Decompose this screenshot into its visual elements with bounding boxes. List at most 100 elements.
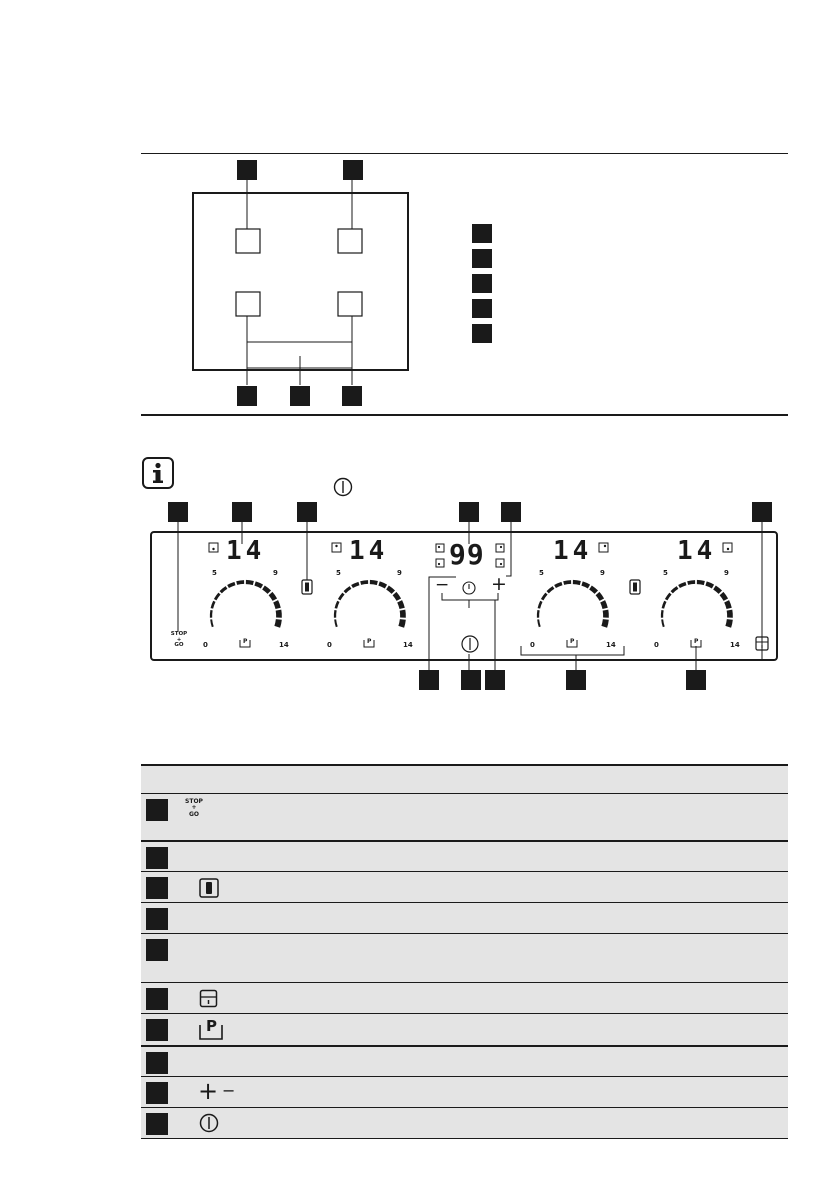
- dial-segment[interactable]: [398, 619, 406, 628]
- program-icon: [363, 640, 375, 648]
- info-icon: [142, 457, 174, 489]
- legend-row: [141, 871, 788, 902]
- dial-label-min: 0: [327, 641, 332, 649]
- dial-segment[interactable]: [537, 600, 543, 609]
- dial-segment[interactable]: [705, 581, 715, 589]
- dial-segment[interactable]: [360, 580, 369, 585]
- dial-segment[interactable]: [546, 586, 555, 594]
- zone-marker-icon: [495, 543, 505, 553]
- dial-segment[interactable]: [726, 609, 733, 618]
- minus-icon: −: [222, 1081, 236, 1100]
- dial-segment[interactable]: [219, 586, 228, 594]
- dial-segment[interactable]: [275, 609, 282, 618]
- dial-segment[interactable]: [337, 592, 345, 601]
- dial-segment[interactable]: [333, 609, 337, 618]
- dial-segment[interactable]: [581, 581, 591, 589]
- dial-label-9: 9: [600, 569, 605, 577]
- dial-segment[interactable]: [334, 600, 340, 609]
- timer-plus-button[interactable]: +: [491, 573, 507, 595]
- bridge-icon: [629, 579, 641, 595]
- legend-header-row: [141, 765, 788, 793]
- dial-segment[interactable]: [554, 581, 563, 589]
- dial-segment[interactable]: [210, 619, 214, 628]
- callout-marker: [232, 502, 252, 522]
- dial-segment[interactable]: [572, 579, 581, 586]
- dial-segment[interactable]: [378, 581, 388, 589]
- dial-label-9: 9: [273, 569, 278, 577]
- stop-go-button[interactable]: STOP + GO: [170, 631, 188, 648]
- dial-segment[interactable]: [536, 609, 540, 618]
- row-number-marker: [146, 907, 168, 930]
- dial-segment[interactable]: [589, 585, 599, 594]
- control-panel: [150, 522, 778, 670]
- dial-segment[interactable]: [713, 585, 723, 594]
- dial-segment[interactable]: [351, 581, 360, 589]
- dial-segment[interactable]: [334, 619, 338, 628]
- dial-segment[interactable]: [687, 580, 696, 585]
- dial-segment[interactable]: [209, 609, 213, 618]
- callout-marker: [752, 502, 772, 522]
- dial-segment[interactable]: [664, 592, 672, 601]
- dial-label-5: 5: [663, 569, 668, 577]
- dial-segment[interactable]: [600, 600, 608, 610]
- program-letter: P: [367, 638, 372, 645]
- row-number-marker: [146, 798, 168, 821]
- dial-segment[interactable]: [245, 579, 254, 586]
- dial-segment[interactable]: [213, 592, 221, 601]
- program-icon: [199, 1024, 223, 1040]
- dial-label-max: 14: [606, 641, 616, 649]
- callout-marker: [290, 386, 310, 406]
- legend-row: [141, 1045, 788, 1077]
- dial-segment[interactable]: [268, 591, 278, 601]
- dial-label-9: 9: [397, 569, 402, 577]
- legend-row: STOP + GO: [141, 793, 788, 841]
- dial-segment[interactable]: [696, 579, 705, 586]
- dial-segment[interactable]: [678, 581, 687, 589]
- dial-segment[interactable]: [343, 586, 352, 594]
- dial-segment[interactable]: [227, 581, 236, 589]
- dial-label-max: 14: [403, 641, 413, 649]
- program-letter: P: [570, 638, 575, 645]
- lock-icon: [199, 989, 218, 1007]
- bridge-icon: [301, 579, 313, 595]
- dial-segment[interactable]: [236, 580, 245, 585]
- dial-segment[interactable]: [392, 591, 402, 601]
- dial-label-min: 0: [654, 641, 659, 649]
- dial-segment[interactable]: [262, 585, 272, 594]
- dial-segment[interactable]: [397, 600, 405, 610]
- dial-segment[interactable]: [274, 619, 282, 628]
- dial-segment[interactable]: [563, 580, 572, 585]
- dial-segment[interactable]: [537, 619, 541, 628]
- legend-row: [141, 982, 788, 1013]
- callout-marker: [342, 386, 362, 406]
- dial-segment[interactable]: [601, 619, 609, 628]
- zone-marker-icon: [722, 542, 733, 553]
- dial-segment[interactable]: [724, 600, 732, 610]
- dial-segment[interactable]: [670, 586, 679, 594]
- dial-segment[interactable]: [602, 609, 609, 618]
- dial-segment[interactable]: [254, 581, 264, 589]
- cooking-zone: [235, 291, 261, 317]
- dial-segment[interactable]: [725, 619, 733, 628]
- dial-segment[interactable]: [273, 600, 281, 610]
- callout-marker: [343, 160, 363, 180]
- cooking-zone: [235, 228, 261, 254]
- dial-segment[interactable]: [210, 600, 216, 609]
- power-icon: [461, 635, 479, 653]
- legend-row: [141, 902, 788, 933]
- panel-outline: [150, 531, 778, 661]
- callout-marker: [459, 502, 479, 522]
- dial-segment[interactable]: [399, 609, 406, 618]
- row-number-marker: [146, 938, 168, 961]
- dial-segment[interactable]: [540, 592, 548, 601]
- dial-segment[interactable]: [369, 579, 378, 586]
- dial-segment[interactable]: [661, 600, 667, 609]
- dial-segment[interactable]: [719, 591, 729, 601]
- dial-segment[interactable]: [661, 619, 665, 628]
- power-icon: [199, 1113, 219, 1133]
- dial-segment[interactable]: [660, 609, 664, 618]
- dial-segment[interactable]: [386, 585, 396, 594]
- timer-minus-button[interactable]: −: [435, 575, 450, 595]
- dial-label-min: 0: [530, 641, 535, 649]
- dial-segment[interactable]: [595, 591, 605, 601]
